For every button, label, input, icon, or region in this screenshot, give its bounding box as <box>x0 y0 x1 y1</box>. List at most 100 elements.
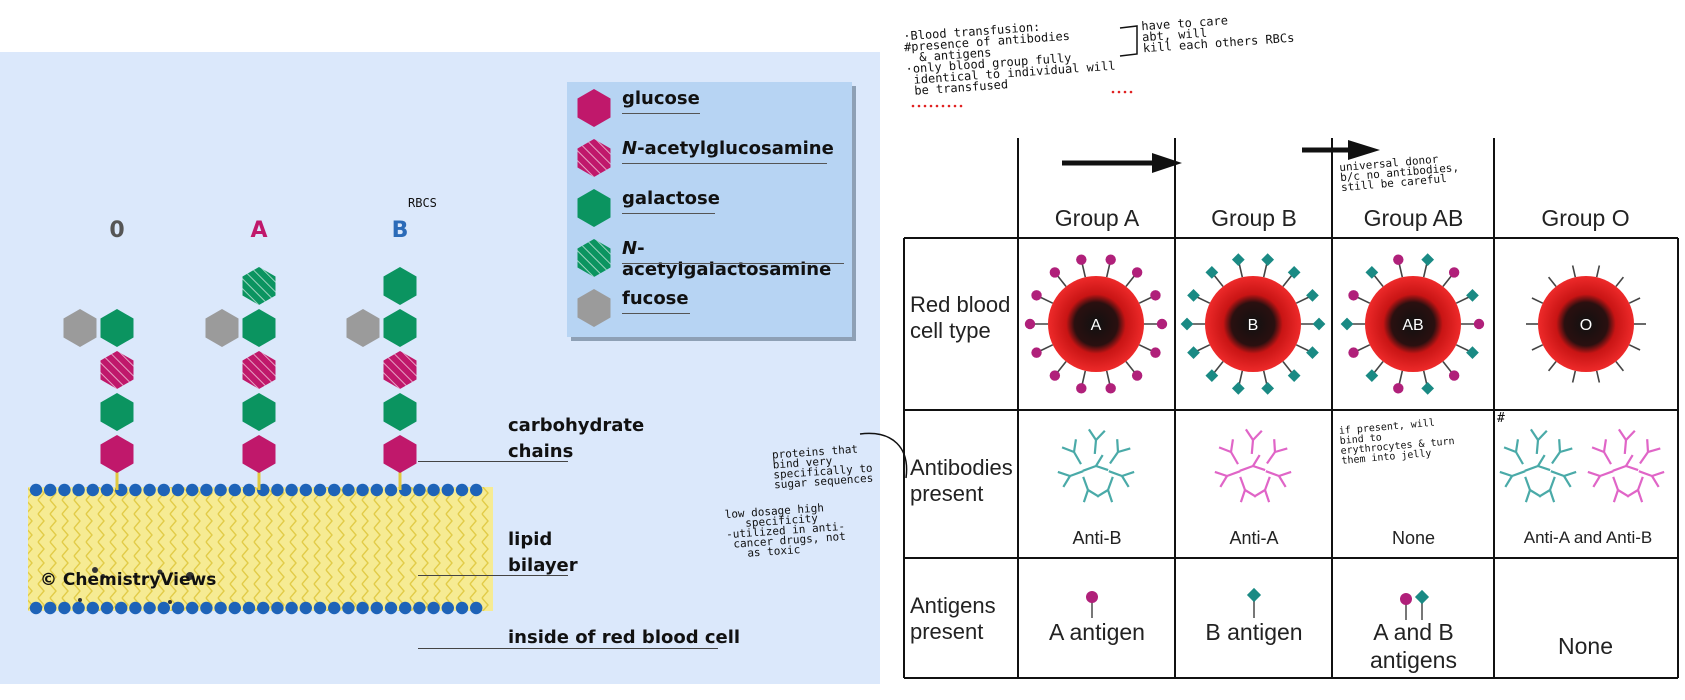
phospholipid-head <box>157 483 170 497</box>
antigen-a-marker <box>1131 267 1143 278</box>
antigens-group-a: A antigen <box>1049 619 1145 645</box>
antigen-a-marker <box>1473 318 1485 330</box>
rbc-letter-a: A <box>1090 317 1102 334</box>
inside-rbc-label: inside of red blood cell <box>508 627 741 648</box>
phospholipid-head <box>299 483 312 497</box>
phospholipid-head <box>171 483 185 497</box>
antigen-b-marker <box>1187 288 1200 302</box>
antigen-a-marker <box>1105 383 1116 394</box>
carbohydrate-chains-label: carbohydrate chains <box>508 415 645 462</box>
antigen-a-marker <box>1448 370 1460 381</box>
rbc-group-o <box>1526 265 1646 383</box>
group-label-a: A <box>250 218 268 243</box>
rbc-body <box>1365 276 1461 372</box>
antigen-a-marker <box>1076 254 1087 265</box>
phospholipid-head <box>413 483 426 497</box>
red-blood-cell-drawings <box>1024 253 1646 395</box>
sugar-chains-and-membrane <box>28 267 493 615</box>
antigen-a-marker <box>1393 383 1404 394</box>
phospholipid-head <box>399 601 412 615</box>
antigens-group-b: B antigen <box>1205 619 1303 645</box>
phospholipid-head <box>214 601 227 615</box>
antigen-b-marker <box>1180 317 1194 331</box>
legend-n-acetylglucosamine: N-acetylglucosamine <box>622 138 834 159</box>
antigens-group-o: None <box>1558 633 1613 659</box>
phospholipid-head <box>299 601 312 615</box>
antigen-b-marker <box>1365 266 1379 279</box>
phospholipid-head <box>100 483 114 497</box>
phospholipid-head <box>186 483 199 497</box>
chemistryviews-logo: © ChemistryViews <box>40 570 217 590</box>
phospholipid-head <box>86 483 100 497</box>
rbc-letter-b: B <box>1247 317 1259 334</box>
phospholipid-head <box>86 601 100 615</box>
antigen-b-marker <box>1261 253 1275 267</box>
phospholipid-head <box>200 483 213 497</box>
phospholipid-head <box>441 483 454 497</box>
antigen-a-marker <box>1024 318 1036 330</box>
anti-b-antibodies <box>1056 428 1136 504</box>
antigen-a-marker <box>1448 267 1460 278</box>
antigen-a-marker <box>1031 347 1042 358</box>
antigen-b-marker <box>1340 317 1354 331</box>
anti-a-antibodies <box>1586 428 1666 504</box>
antigen-a-marker <box>1131 370 1143 381</box>
phospholipid-head <box>129 483 142 497</box>
phospholipid-head <box>455 483 469 497</box>
rbc-body <box>1538 276 1634 372</box>
phospholipid-head <box>29 483 43 497</box>
antigen-a-marker <box>1348 347 1359 358</box>
antigen-b-marker <box>1287 369 1301 382</box>
anti-a-antibodies <box>1213 428 1293 504</box>
antigen-b-marker <box>1421 253 1435 267</box>
legend-fucose: fucose <box>622 288 689 309</box>
rbc-body <box>1048 276 1144 372</box>
phospholipid-head <box>356 601 369 615</box>
antibodies-group-b: Anti-A <box>1229 528 1279 548</box>
antigen-b-marker <box>1261 381 1275 395</box>
antigen-a-marker <box>1393 254 1404 265</box>
antigen-a-marker <box>1150 290 1161 301</box>
phospholipid-head <box>285 601 298 615</box>
group-label-b: B <box>391 218 409 243</box>
phospholipid-head <box>72 601 85 615</box>
chain-group-0 <box>63 309 134 490</box>
phospholipid-head <box>200 601 213 615</box>
antigen-b-marker <box>1306 346 1319 360</box>
phospholipid-heads <box>29 483 483 615</box>
antigen-b-marker <box>1231 253 1245 267</box>
antigen-a-marker <box>1031 290 1042 301</box>
phospholipid-head <box>455 601 469 615</box>
phospholipid-head <box>370 601 383 615</box>
antigen-b-marker <box>1205 369 1219 382</box>
antigen-a-marker <box>1049 370 1061 381</box>
phospholipid-head <box>228 483 241 497</box>
phospholipid-head <box>242 483 256 497</box>
antigen-a-marker <box>1105 254 1116 265</box>
antigen-a-icon <box>1086 591 1098 618</box>
legend-glucose: glucose <box>622 88 700 109</box>
phospholipid-head <box>342 601 355 615</box>
rbcs-note: RBCS <box>408 196 437 210</box>
rbc-group-a <box>1024 254 1168 394</box>
logo-dots <box>78 567 194 604</box>
antigen-a-marker <box>1348 290 1359 301</box>
antigen-b-marker <box>1466 346 1479 360</box>
phospholipid-head <box>427 601 440 615</box>
header-group-b: Group B <box>1211 205 1297 231</box>
phospholipid-head <box>171 601 185 615</box>
phospholipid-head <box>29 601 43 615</box>
phospholipid-head <box>271 601 284 615</box>
phospholipid-head <box>285 483 298 497</box>
phospholipid-head <box>129 601 142 615</box>
phospholipid-head <box>313 483 327 497</box>
phospholipid-head <box>313 601 327 615</box>
lipid-bilayer-label: lipid bilayer <box>508 529 578 576</box>
transfusion-arrows <box>1062 140 1380 173</box>
antigen-a-marker <box>1150 347 1161 358</box>
phospholipid-head <box>328 601 341 615</box>
phospholipid-head <box>58 483 71 497</box>
